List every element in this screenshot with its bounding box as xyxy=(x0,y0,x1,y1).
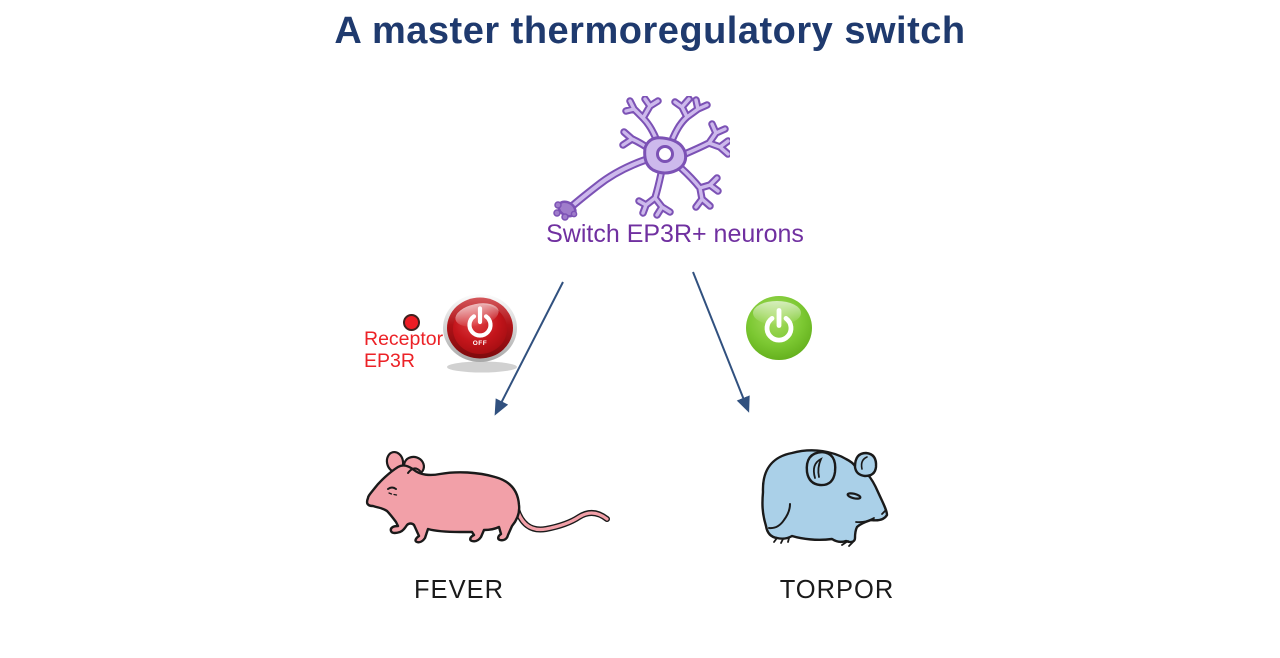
arrow-to-fever xyxy=(494,281,564,416)
axon-terminal xyxy=(553,200,578,221)
fever-mouse-illustration xyxy=(365,450,610,544)
fever-label: FEVER xyxy=(413,576,505,604)
receptor-label: Receptor EP3R xyxy=(364,328,454,372)
receptor-dot-icon xyxy=(403,314,420,331)
receptor-label-line1: Receptor xyxy=(364,328,444,350)
diagram-title: A master thermoregulatory switch xyxy=(334,10,966,52)
receptor-label-line2: EP3R xyxy=(364,350,415,372)
neuron-icon xyxy=(553,96,730,221)
neuron-label: Switch EP3R+ neurons xyxy=(546,220,804,248)
branch-arrows xyxy=(494,271,750,416)
arrow-to-torpor xyxy=(692,271,750,413)
torpor-label: TORPOR xyxy=(779,576,895,604)
torpor-mouse-illustration xyxy=(761,449,889,547)
off-state-text: OFF xyxy=(473,340,488,347)
power-off-button-icon: OFF xyxy=(443,294,517,373)
power-on-button-icon xyxy=(746,296,812,360)
